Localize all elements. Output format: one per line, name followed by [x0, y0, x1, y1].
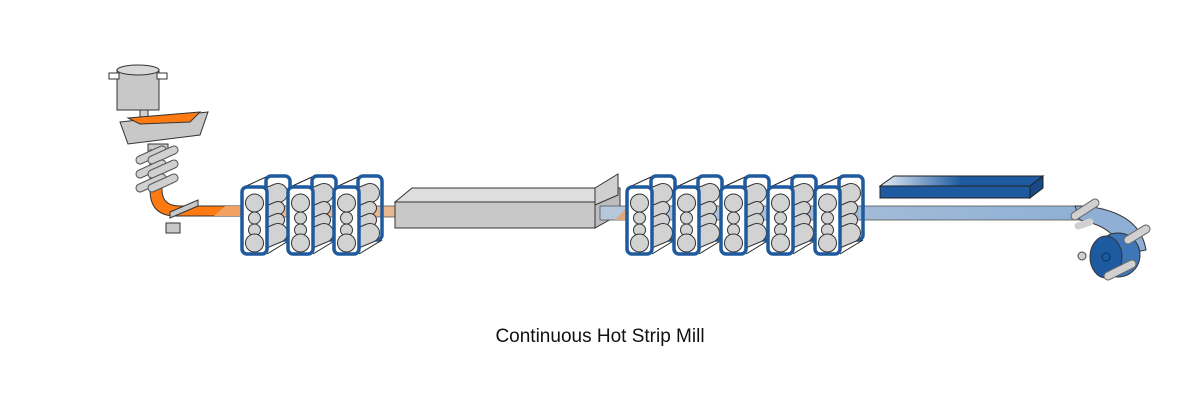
caster-roll: [135, 159, 167, 179]
rolling-stand: [286, 174, 338, 256]
rolling-stand: [625, 174, 677, 256]
torch-cutter: [165, 199, 199, 234]
finished-slab: [878, 174, 1045, 200]
rolling-stand: [240, 174, 292, 256]
coiler: [1070, 198, 1151, 281]
caster-roll: [135, 173, 167, 193]
mill-stands: [240, 174, 865, 256]
caster-roll: [147, 159, 179, 179]
rolling-stand: [332, 174, 384, 256]
caster-roll: [135, 145, 167, 165]
diagram-caption: Continuous Hot Strip Mill: [495, 326, 705, 347]
ladle: [108, 64, 168, 119]
caster-roll: [147, 145, 179, 165]
rolling-stand: [766, 174, 818, 256]
tundish: [119, 111, 209, 145]
rolling-stand: [672, 174, 724, 256]
rolling-stand: [813, 174, 865, 256]
caster-roll: [147, 173, 179, 193]
caster-rolls: [135, 145, 179, 193]
reheat-furnace: [393, 173, 621, 229]
rolling-stand: [719, 174, 771, 256]
